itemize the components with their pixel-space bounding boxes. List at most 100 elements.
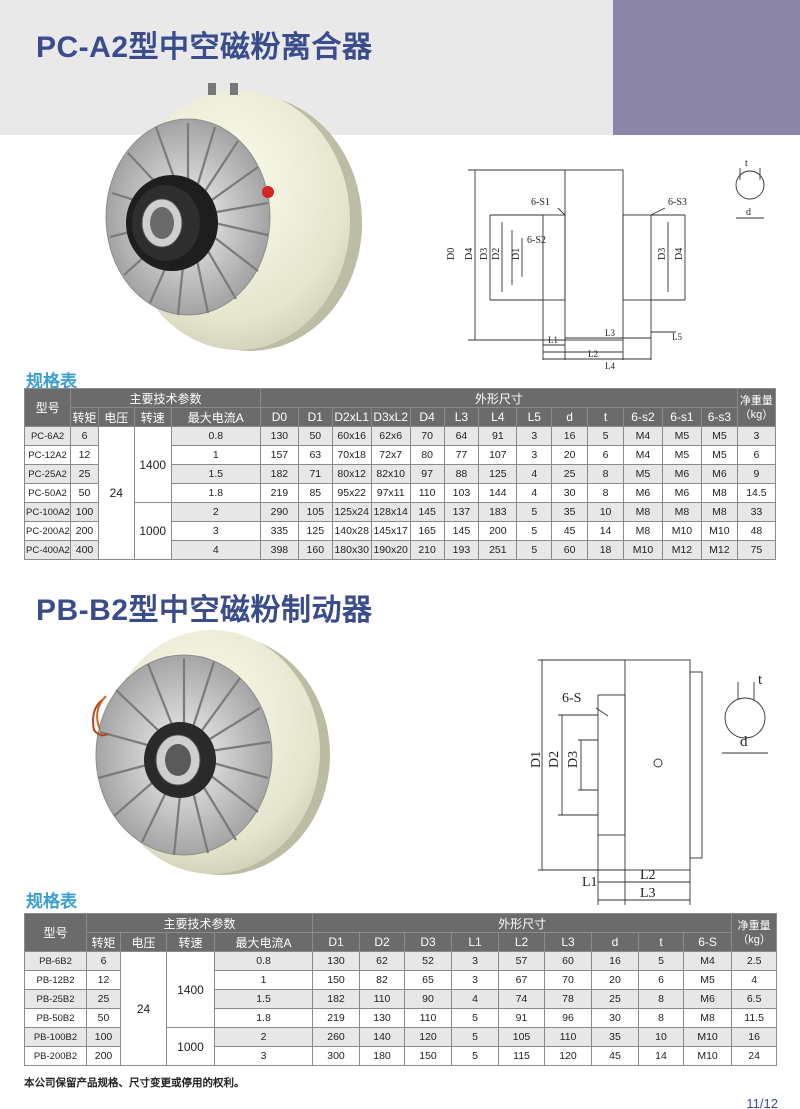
cell-model: PC-400A2 — [23, 540, 72, 560]
cell-dimension: 14 — [587, 521, 624, 541]
col-dim: D2 — [359, 932, 406, 952]
brake-dimension-drawing: 6-S D1 D2 D3 L1 L2 L3 t d — [529, 659, 768, 905]
cell-dimension: M5 — [683, 970, 733, 990]
label-d2: D2 — [491, 248, 502, 260]
cell-torque: 50 — [86, 1008, 121, 1028]
cell-dimension: 398 — [259, 540, 299, 560]
cell-voltage: 24 — [120, 951, 167, 1066]
cell-dimension: 110 — [544, 1027, 593, 1047]
label-6-s1: 6-S1 — [531, 197, 550, 208]
cell-voltage: 24 — [97, 426, 135, 560]
cell-dimension: 219 — [312, 1008, 361, 1028]
cell-current: 1 — [170, 445, 261, 465]
cell-dimension: 60x16 — [331, 426, 372, 446]
cell-dimension: M8 — [661, 502, 702, 522]
col-dim: d — [551, 407, 589, 427]
cell-dimension: M4 — [622, 426, 663, 446]
clutch-spec-table: 型号 主要技术参数 外形尺寸 净重量（kg） 转矩 电压 转速 最大电流A D0… — [23, 388, 777, 560]
cell-dimension: 6 — [638, 970, 685, 990]
clutch-photo — [105, 83, 362, 351]
cell-dimension: M8 — [622, 521, 663, 541]
col-voltage: 电压 — [97, 407, 135, 427]
cell-dimension: 125 — [478, 464, 518, 484]
cell-dimension: 96 — [544, 1008, 593, 1028]
cell-dimension: 35 — [591, 1027, 640, 1047]
col-dim: L3 — [443, 407, 480, 427]
cell-current: 3 — [170, 521, 261, 541]
col-current: 最大电流A — [170, 407, 261, 427]
cell-dimension: M5 — [700, 426, 738, 446]
cell-current: 4 — [170, 540, 261, 560]
cell-weight: 6.5 — [731, 989, 778, 1009]
cell-model: PB-6B2 — [24, 951, 87, 971]
label-l2: L2 — [588, 349, 598, 359]
col-torque: 转矩 — [70, 407, 99, 427]
cell-current: 1.5 — [170, 464, 261, 484]
cell-torque: 400 — [70, 540, 99, 560]
cell-torque: 100 — [70, 502, 99, 522]
brake-spec-label: 规格表 — [26, 892, 77, 911]
cell-dimension: 145 — [443, 521, 480, 541]
cell-weight: 75 — [736, 540, 777, 560]
cell-dimension: M10 — [683, 1027, 733, 1047]
cell-dimension: M5 — [700, 445, 738, 465]
label-d1: D1 — [511, 248, 522, 260]
cell-model: PB-12B2 — [24, 970, 87, 990]
cell-torque: 12 — [70, 445, 99, 465]
label-d2: D2 — [547, 751, 562, 768]
label-d4: D4 — [464, 248, 475, 260]
cell-dimension: 25 — [591, 989, 640, 1009]
cell-dimension: M8 — [700, 502, 738, 522]
col-dim: D4 — [409, 407, 445, 427]
cell-dimension: 30 — [591, 1008, 640, 1028]
group-dimensions: 外形尺寸 — [259, 388, 738, 408]
label-t: t — [758, 672, 763, 688]
cell-dimension: 130 — [359, 1008, 406, 1028]
cell-dimension: 63 — [297, 445, 333, 465]
label-6-s2: 6-S2 — [527, 235, 546, 246]
col-dim: 6-S — [683, 932, 733, 952]
col-dim: D3xL2 — [370, 407, 411, 427]
cell-torque: 25 — [70, 464, 99, 484]
cell-dimension: 88 — [443, 464, 480, 484]
cell-dimension: 20 — [591, 970, 640, 990]
cell-dimension: 60 — [544, 951, 593, 971]
cell-dimension: 74 — [498, 989, 546, 1009]
cell-current: 2 — [170, 502, 261, 522]
cell-dimension: 67 — [498, 970, 546, 990]
cell-dimension: 95x22 — [331, 483, 372, 503]
cell-dimension: 145 — [409, 502, 445, 522]
col-dim: D3 — [404, 932, 453, 952]
label-d3: D3 — [566, 751, 581, 768]
cell-weight: 48 — [736, 521, 777, 541]
col-dim: D2xL1 — [331, 407, 372, 427]
cell-dimension: 180x30 — [331, 540, 372, 560]
cell-dimension: 16 — [551, 426, 589, 446]
cell-dimension: 62 — [359, 951, 406, 971]
cell-dimension: 5 — [516, 502, 553, 522]
cell-dimension: 25 — [551, 464, 589, 484]
cell-weight: 11.5 — [731, 1008, 778, 1028]
cell-dimension: M8 — [700, 483, 738, 503]
cell-dimension: 16 — [591, 951, 640, 971]
label-6-s3: 6-S3 — [668, 197, 687, 208]
cell-dimension: 4 — [451, 989, 500, 1009]
brake-spec-table: 型号 主要技术参数 外形尺寸 净重量（kg） 转矩 电压 转速 最大电流A D1… — [24, 913, 778, 1066]
cell-dimension: 70x18 — [331, 445, 372, 465]
cell-dimension: M10 — [700, 521, 738, 541]
cell-dimension: 110 — [404, 1008, 453, 1028]
cell-dimension: 290 — [259, 502, 299, 522]
cell-dimension: 45 — [591, 1046, 640, 1066]
clutch-spec-label: 规格表 — [26, 372, 77, 391]
clutch-dimension-drawing: 6-S1 6-S2 6-S3 D0 D4 D3 D2 D1 D3 D4 L1 L… — [446, 160, 765, 371]
brake-photo — [92, 630, 330, 875]
cell-dimension: 144 — [478, 483, 518, 503]
cell-dimension: 210 — [409, 540, 445, 560]
cell-dimension: M8 — [683, 1008, 733, 1028]
cell-dimension: 150 — [312, 970, 361, 990]
cell-dimension: 91 — [498, 1008, 546, 1028]
cell-dimension: 260 — [312, 1027, 361, 1047]
